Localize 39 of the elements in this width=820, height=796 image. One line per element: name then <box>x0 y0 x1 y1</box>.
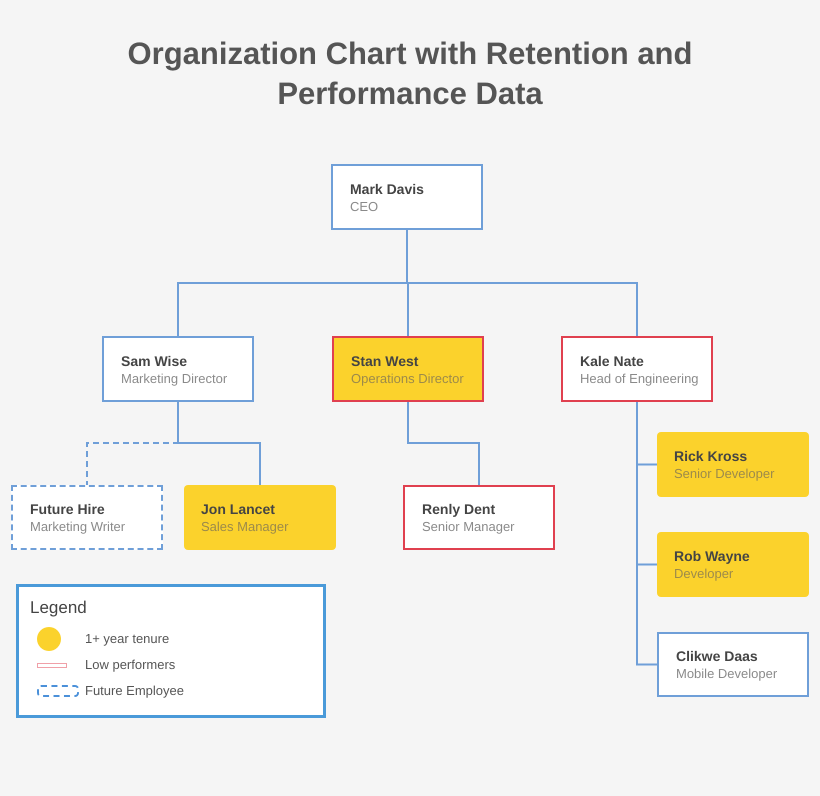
job-title: Marketing Writer <box>30 518 126 535</box>
employee-box <box>332 336 484 402</box>
job-title: Developer <box>674 565 734 582</box>
employee-name: Mark Davis <box>350 180 425 198</box>
title: Organization Chart with Retention and Performance Data <box>126 35 694 113</box>
job-title: Head of Engineering <box>580 370 700 386</box>
employee-box <box>657 532 809 597</box>
employee-name: Jon Lancet <box>201 500 276 518</box>
employee-box <box>11 485 163 550</box>
connector-line <box>636 402 657 666</box>
connector-line <box>177 402 261 485</box>
job-title: Mobile Developer <box>676 665 778 682</box>
job-title: Senior Developer <box>674 465 776 482</box>
employee-name: Kale Nate <box>580 352 645 370</box>
legend-text: 1+ year tenure <box>85 630 170 648</box>
employee-box <box>657 632 809 697</box>
job-title: Operations Director <box>351 370 465 386</box>
legend-text: Future Employee <box>85 682 184 700</box>
job-title: CEO <box>350 198 380 214</box>
employee-box <box>561 336 713 402</box>
employee-box <box>184 485 336 550</box>
job-title: Sales Manager <box>201 518 290 535</box>
connector-line <box>407 402 480 485</box>
legend-text: Low performers <box>85 656 176 674</box>
employee-name: Stan West <box>351 352 420 370</box>
employee-name: Rick Kross <box>674 447 748 465</box>
employee-name: Rob Wayne <box>674 547 751 565</box>
job-title: Marketing Director <box>121 370 228 386</box>
connector-line <box>406 230 638 336</box>
employee-box <box>657 432 809 497</box>
employee-box <box>403 485 555 550</box>
employee-box <box>331 164 483 230</box>
legend-heading: Legend <box>30 597 87 619</box>
employee-name: Renly Dent <box>422 500 496 518</box>
job-title: Senior Manager <box>422 518 516 535</box>
employee-name: Clikwe Daas <box>676 647 759 665</box>
employee-name: Sam Wise <box>121 352 188 370</box>
employee-name: Future Hire <box>30 500 106 518</box>
employee-box <box>102 336 254 402</box>
